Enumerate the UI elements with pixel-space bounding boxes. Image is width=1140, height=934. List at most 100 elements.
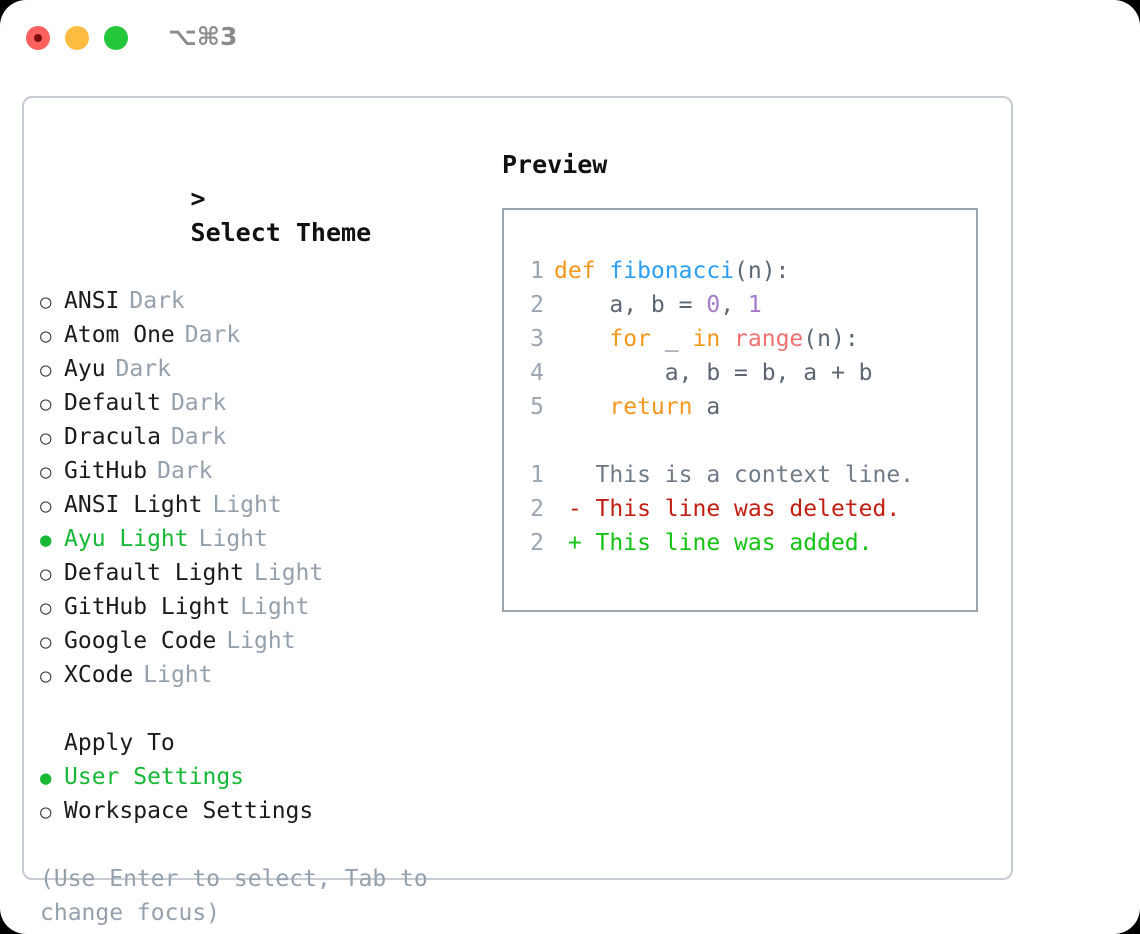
theme-option-label: Ayu — [64, 356, 106, 382]
theme-option-label: Atom One — [64, 322, 175, 348]
apply-to-option-user-settings[interactable]: ● User Settings — [40, 760, 490, 794]
radio-unselected-icon: ○ — [40, 325, 52, 347]
code-token: def — [554, 258, 610, 284]
theme-option-ansi[interactable]: ○ ANSI Dark — [40, 284, 490, 318]
theme-option-label: Default — [64, 390, 161, 416]
maximize-button[interactable] — [104, 26, 128, 50]
line-number: 3 — [530, 326, 544, 352]
code-line: 5 return a — [520, 390, 873, 424]
code-token: range — [734, 326, 804, 352]
radio-unselected-icon: ○ — [40, 393, 52, 415]
code-token: _ — [650, 326, 693, 352]
theme-variant-tag: Dark — [170, 390, 227, 416]
code-line: 4 a, b = b, a + b — [520, 356, 873, 390]
theme-variant-tag: Dark — [170, 424, 227, 450]
traffic-lights — [26, 26, 128, 50]
window-title: ⌥⌘3 — [168, 22, 238, 51]
radio-unselected-icon: ○ — [40, 597, 52, 619]
select-theme-label: Select Theme — [190, 218, 372, 247]
code-token: (n): — [734, 258, 790, 284]
keyboard-hint: (Use Enter to select, Tab to change focu… — [40, 866, 442, 926]
code-token: 1 — [747, 292, 762, 318]
theme-option-dracula[interactable]: ○ Dracula Dark — [40, 420, 490, 454]
code-token — [554, 394, 609, 420]
radio-unselected-icon: ○ — [40, 359, 52, 381]
code-token: (n): — [803, 326, 859, 352]
code-token — [720, 326, 734, 352]
theme-option-label: Google Code — [64, 628, 217, 654]
theme-option-ansi-light[interactable]: ○ ANSI Light Light — [40, 488, 490, 522]
apply-to-option-workspace-settings[interactable]: ○ Workspace Settings — [40, 794, 490, 828]
theme-option-default[interactable]: ○ Default Dark — [40, 386, 490, 420]
theme-variant-tag: Light — [212, 492, 282, 518]
apply-to-option-label: User Settings — [64, 764, 245, 790]
line-number: 5 — [530, 394, 544, 420]
theme-option-xcode[interactable]: ○ XCode Light — [40, 658, 490, 692]
theme-option-label: Ayu Light — [64, 526, 189, 552]
theme-option-label: ANSI — [64, 288, 120, 314]
code-token: a, b = b, a + b — [554, 360, 873, 386]
line-number: 1 — [530, 462, 544, 488]
apply-to-option-label: Workspace Settings — [64, 798, 314, 824]
theme-option-ayu[interactable]: ○ Ayu Dark — [40, 352, 490, 386]
code-token: a, b = — [554, 292, 707, 318]
code-token: 0 — [706, 292, 721, 318]
diff-line-del: 2 - This line was deleted. — [520, 492, 914, 526]
theme-variant-tag: Light — [198, 526, 268, 552]
code-token: , — [720, 292, 748, 318]
theme-variant-tag: Light — [143, 662, 213, 688]
radio-unselected-icon: ○ — [40, 563, 52, 585]
theme-variant-tag: Dark — [129, 288, 185, 314]
radio-unselected-icon: ○ — [40, 495, 52, 517]
theme-option-label: Dracula — [64, 424, 161, 450]
theme-variant-tag: Dark — [157, 458, 213, 484]
theme-option-label: ANSI Light — [64, 492, 203, 518]
theme-variant-tag: Dark — [115, 356, 171, 382]
select-theme-heading: > Select Theme — [40, 148, 490, 284]
diff-sample: 1 This is a context line.2 - This line w… — [520, 458, 914, 560]
radio-unselected-icon: ○ — [40, 665, 52, 687]
radio-unselected-icon: ○ — [40, 291, 52, 313]
caret-prompt-icon: > — [190, 184, 206, 213]
theme-option-github-light[interactable]: ○ GitHub Light Light — [40, 590, 490, 624]
radio-selected-icon: ● — [40, 767, 52, 789]
title-bar: ⌥⌘3 — [0, 0, 1140, 78]
code-line: 2 a, b = 0, 1 — [520, 288, 873, 322]
theme-option-atom-one[interactable]: ○ Atom One Dark — [40, 318, 490, 352]
theme-variant-tag: Light — [240, 594, 310, 620]
line-number: 2 — [530, 496, 544, 522]
diff-line-ctx: 1 This is a context line. — [520, 458, 914, 492]
diff-line-text: - This line was deleted. — [554, 496, 901, 522]
theme-option-label: Default Light — [64, 560, 245, 586]
radio-unselected-icon: ○ — [40, 461, 52, 483]
theme-variant-tag: Light — [226, 628, 296, 654]
radio-unselected-icon: ○ — [40, 427, 52, 449]
line-number: 2 — [530, 530, 544, 556]
radio-unselected-icon: ○ — [40, 801, 52, 823]
radio-selected-icon: ● — [40, 529, 52, 551]
diff-line-add: 2 + This line was added. — [520, 526, 914, 560]
code-token: for — [609, 326, 651, 352]
code-token: return — [609, 394, 693, 420]
apply-to-option-list[interactable]: ● User Settings ○ Workspace Settings — [40, 760, 490, 828]
theme-variant-tag: Dark — [184, 322, 241, 348]
close-button[interactable] — [26, 26, 50, 50]
code-token: in — [692, 326, 721, 352]
code-token — [554, 326, 609, 352]
theme-option-label: XCode — [64, 662, 134, 688]
code-line: 3 for _ in range(n): — [520, 322, 873, 356]
minimize-button[interactable] — [65, 26, 89, 50]
line-number: 4 — [530, 360, 544, 386]
theme-option-label: GitHub Light — [64, 594, 231, 620]
theme-option-ayu-light[interactable]: ● Ayu Light Light — [40, 522, 490, 556]
